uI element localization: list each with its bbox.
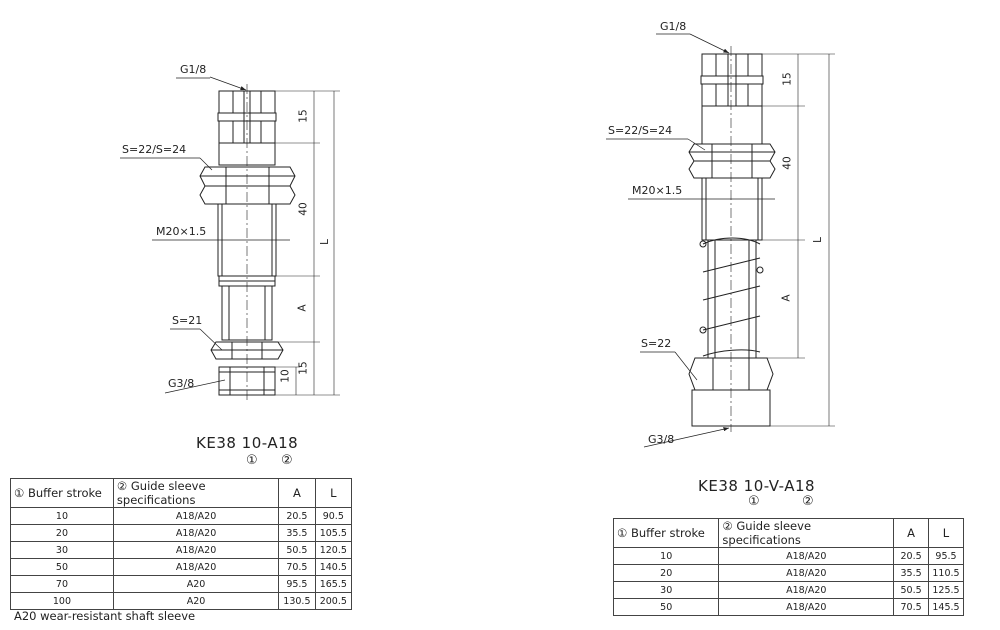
cell-a: 50.5 (278, 541, 316, 559)
right-dim-15: 15 (781, 72, 794, 86)
left-spec-table: ① Buffer stroke ② Guide sleeve specifica… (10, 478, 353, 610)
left-dim-A: A (296, 304, 309, 312)
left-dim-15-bottom: 15 (297, 361, 310, 375)
col-l: L (314, 478, 353, 508)
cell-stroke: 20 (612, 564, 720, 582)
cell-l: 200.5 (314, 592, 353, 610)
left-marker-1: ① (246, 453, 258, 468)
cell-a: 35.5 (893, 564, 929, 582)
cell-guide: A18/A20 (718, 581, 895, 599)
cell-l: 140.5 (314, 558, 353, 576)
cell-l: 110.5 (928, 564, 964, 582)
cell-l: 165.5 (314, 575, 353, 593)
cell-guide: A18/A20 (112, 558, 280, 576)
col-buffer-stroke: ① Buffer stroke (612, 518, 720, 548)
col-guide-sleeve: ② Guide sleeve specifications (112, 478, 280, 508)
cell-a: 20.5 (893, 547, 929, 565)
right-buffer-drawing (606, 33, 835, 448)
sleeve-note: A20 wear-resistant shaft sleeve (14, 609, 196, 623)
right-label-s22: S=22 (641, 337, 672, 350)
col-buffer-stroke: ① Buffer stroke (10, 478, 114, 508)
left-label-g38: G3/8 (168, 377, 195, 390)
left-label-m20: M20×1.5 (156, 225, 207, 238)
cell-a: 50.5 (893, 581, 929, 599)
left-label-s21: S=21 (172, 314, 203, 327)
table-header-row: ① Buffer stroke ② Guide sleeve specifica… (612, 518, 964, 548)
left-dim-L: L (318, 239, 331, 245)
right-label-s22-s24: S=22/S=24 (608, 124, 673, 137)
cell-stroke: 70 (10, 575, 114, 593)
left-label-g18: G1/8 (180, 63, 207, 76)
cell-stroke: 20 (10, 524, 114, 542)
right-label-m20: M20×1.5 (632, 184, 683, 197)
right-label-g38: G3/8 (648, 433, 675, 446)
left-model-code: KE38 10-A18 (196, 434, 299, 452)
right-marker-2: ② (802, 494, 814, 509)
cell-guide: A18/A20 (112, 507, 280, 525)
cell-guide: A18/A20 (112, 524, 280, 542)
right-dim-40: 40 (781, 156, 794, 170)
left-dim-10: 10 (279, 369, 292, 383)
cell-stroke: 10 (612, 547, 720, 565)
col-l: L (928, 518, 964, 548)
right-spec-table: ① Buffer stroke ② Guide sleeve specifica… (612, 518, 964, 616)
right-marker-1: ① (748, 494, 760, 509)
cell-l: 120.5 (314, 541, 353, 559)
cell-stroke: 50 (10, 558, 114, 576)
col-a: A (278, 478, 316, 508)
right-model-code: KE38 10-V-A18 (698, 477, 816, 495)
cell-l: 90.5 (314, 507, 353, 525)
cell-stroke: 50 (612, 598, 720, 616)
right-label-g18: G1/8 (660, 20, 687, 33)
cell-guide: A18/A20 (718, 564, 895, 582)
cell-guide: A18/A20 (718, 547, 895, 565)
cell-l: 105.5 (314, 524, 353, 542)
cell-guide: A18/A20 (718, 598, 895, 616)
left-marker-2: ② (281, 453, 293, 468)
cell-a: 70.5 (893, 598, 929, 616)
cell-l: 125.5 (928, 581, 964, 599)
cell-stroke: 30 (612, 581, 720, 599)
cell-l: 145.5 (928, 598, 964, 616)
cell-guide: A20 (112, 575, 280, 593)
right-dim-L: L (811, 237, 824, 243)
cell-a: 95.5 (278, 575, 316, 593)
col-guide-sleeve: ② Guide sleeve specifications (718, 518, 895, 548)
left-buffer-drawing (120, 76, 340, 400)
cell-a: 130.5 (278, 592, 316, 610)
cell-a: 20.5 (278, 507, 316, 525)
cell-guide: A20 (112, 592, 280, 610)
cell-a: 70.5 (278, 558, 316, 576)
cell-stroke: 10 (10, 507, 114, 525)
right-dim-A: A (780, 294, 793, 302)
cell-stroke: 30 (10, 541, 114, 559)
left-dim-40: 40 (297, 202, 310, 216)
cell-stroke: 100 (10, 592, 114, 610)
cell-a: 35.5 (278, 524, 316, 542)
cell-guide: A18/A20 (112, 541, 280, 559)
left-dim-15-top: 15 (297, 109, 310, 123)
col-a: A (893, 518, 929, 548)
left-label-s22-s24: S=22/S=24 (122, 143, 187, 156)
cell-l: 95.5 (928, 547, 964, 565)
table-header-row: ① Buffer stroke ② Guide sleeve specifica… (10, 478, 353, 508)
